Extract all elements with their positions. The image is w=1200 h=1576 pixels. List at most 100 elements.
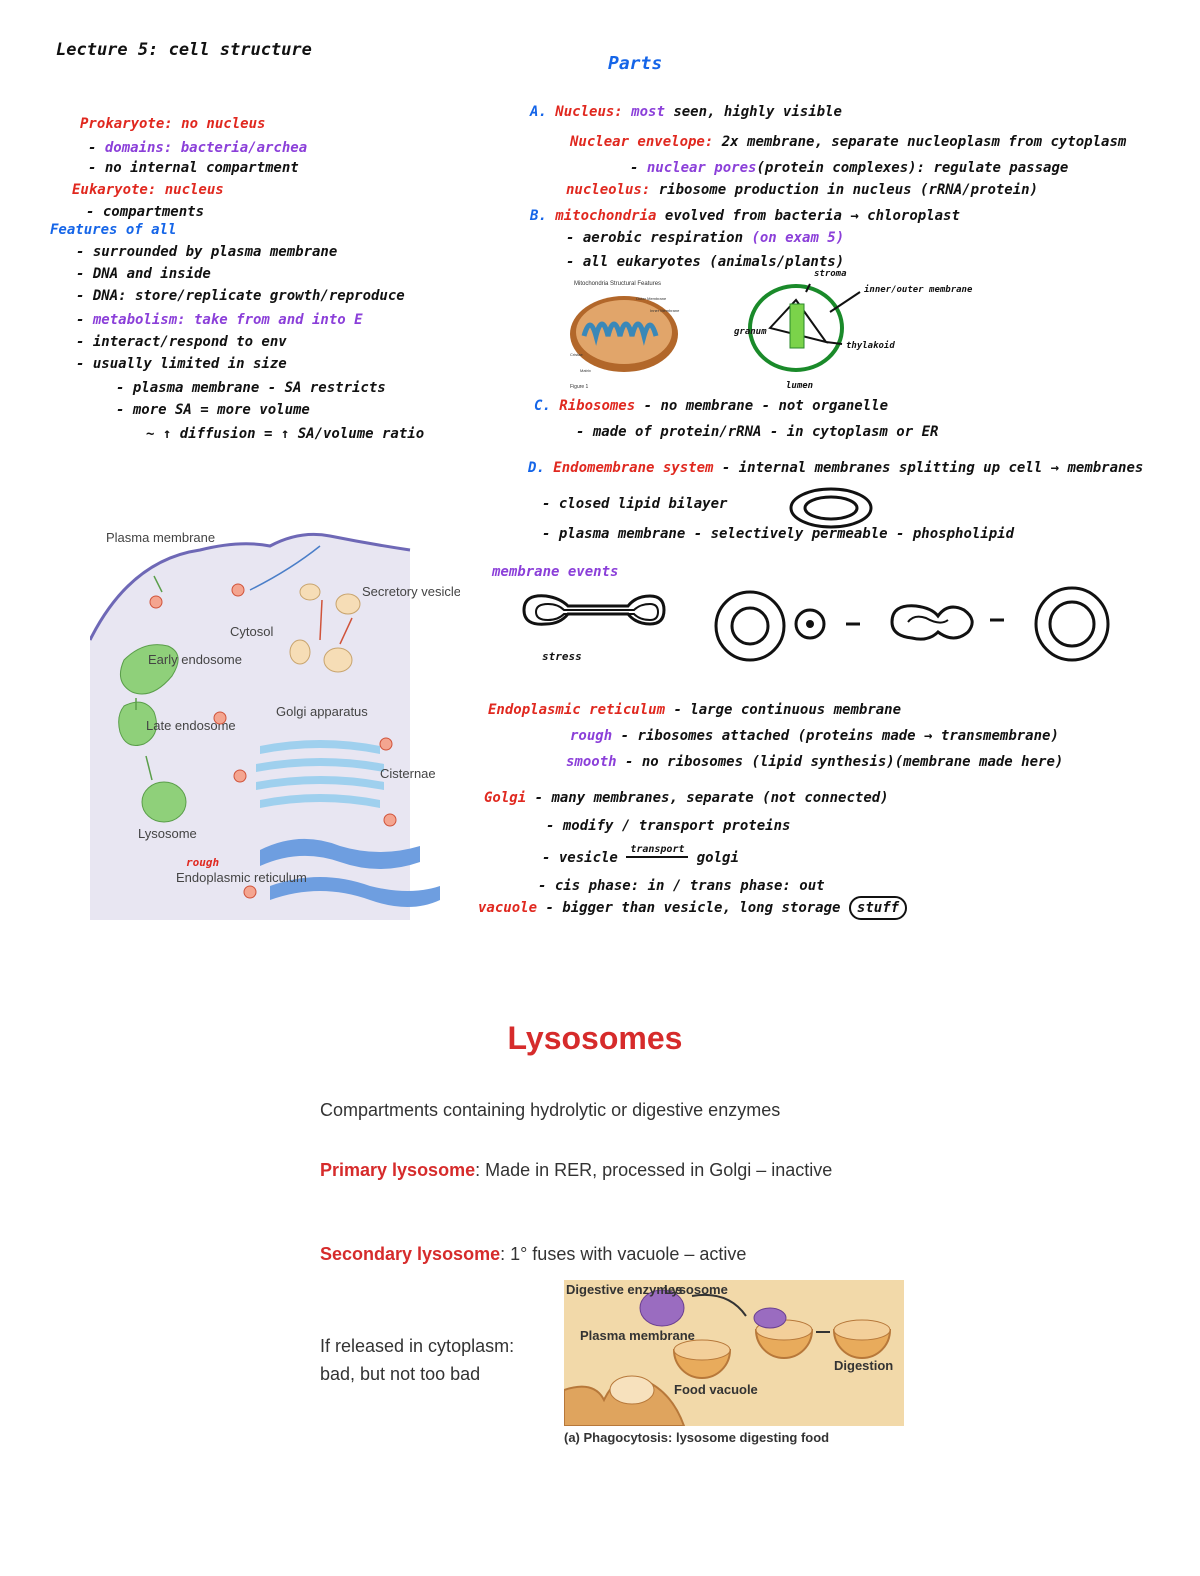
er-membrane xyxy=(260,838,420,869)
part-b-sub: - all eukaryotes (animals/plants) xyxy=(566,254,845,270)
feature-text: metabolism: take from and into E xyxy=(92,312,363,328)
part-a-highlight: most xyxy=(631,104,665,120)
feature-item: - metabolism: take from and into E xyxy=(76,312,363,328)
part-d-text: - internal membranes splitting up cell →… xyxy=(721,460,1144,476)
food-particle xyxy=(609,1375,655,1405)
part-c-text: - no membrane - not organelle xyxy=(643,398,889,414)
lysosome-organelle xyxy=(141,781,187,823)
nuclear-pores-label: nuclear pores xyxy=(646,160,757,176)
vesicle xyxy=(379,737,393,751)
label-secretory-vesicle: Secretory vesicle xyxy=(362,584,460,599)
vesicle xyxy=(149,595,163,609)
arrow xyxy=(691,1293,747,1317)
label-er: Endoplasmic reticulum xyxy=(176,870,307,885)
mito-label: Cristae xyxy=(570,352,583,357)
arrow xyxy=(249,545,321,591)
label-digestion: Digestion xyxy=(834,1358,893,1373)
prokaryote-line: Prokaryote: no nucleus xyxy=(80,116,266,132)
part-d-sub: - closed lipid bilayer xyxy=(542,496,728,512)
part-b-sub-text: aerobic respiration xyxy=(582,230,744,246)
endomembrane-diagram: Plasma membrane Cytosol Secretory vesicl… xyxy=(90,530,460,920)
secretory-vesicle xyxy=(289,639,311,665)
membrane-caption: stress xyxy=(542,650,582,663)
golgi-cisterna xyxy=(260,794,380,808)
prokaryote-domains: - domains: bacteria/archea xyxy=(88,140,308,156)
golgi-sub: - cis phase: in / trans phase: out xyxy=(538,878,825,894)
part-d-line: D. Endomembrane system - internal membra… xyxy=(528,458,1143,478)
feature-text: surrounded by plasma membrane xyxy=(92,244,338,260)
vesicle xyxy=(213,711,227,725)
label-cisternae: Cisternae xyxy=(380,766,436,781)
no-internal-line: - no internal compartment xyxy=(88,160,299,176)
part-d-sub: - plasma membrane - selectively permeabl… xyxy=(542,526,1015,542)
smooth-er-line: smooth - no ribosomes (lipid synthesis)(… xyxy=(566,752,1063,772)
released-line-1: If released in cytoplasm: xyxy=(320,1336,515,1356)
vacuole-note: stuff xyxy=(848,896,908,920)
bilayer-sketch xyxy=(789,487,873,529)
mito-label: Outer Membrane xyxy=(636,296,667,301)
primary-lysosome-paragraph: Primary lysosome: Made in RER, processed… xyxy=(320,1158,860,1182)
feature-item: - usually limited in size xyxy=(76,356,287,372)
lysosomes-title: Lysosomes xyxy=(507,1020,683,1056)
part-b-sub-text: all eukaryotes (animals/plants) xyxy=(582,254,845,270)
size-sub-text: more SA = more volume xyxy=(132,402,310,418)
plasma-membrane xyxy=(90,532,411,641)
mitochondrion-figure: Mitochondria Structural Features Outer M… xyxy=(570,281,680,390)
mito-label: Inner Membrane xyxy=(650,308,680,313)
part-b-marker: B. xyxy=(530,208,547,224)
digestion-vacuole-top xyxy=(833,1319,891,1341)
vesicle xyxy=(231,583,245,597)
golgi-cisterna xyxy=(256,776,384,790)
phagocytosis-caption: (a) Phagocytosis: lysosome digesting foo… xyxy=(564,1430,830,1445)
secondary-lysosome-label: Secondary lysosome xyxy=(320,1244,501,1264)
chloroplast-label: stroma xyxy=(814,269,847,279)
mito-cristae xyxy=(581,321,659,346)
feature-text: DNA: store/replicate growth/reproduce xyxy=(92,288,405,304)
nuclear-envelope-text: 2x membrane, separate nucleoplasm from c… xyxy=(721,134,1127,150)
mito-fig-caption: Figure 1 xyxy=(570,384,589,390)
feature-text: DNA and inside xyxy=(92,266,211,282)
feature-item: - DNA and inside xyxy=(76,266,211,282)
lysosome-shape xyxy=(639,1289,685,1327)
nucleolus-text: ribosome production in nucleus (rRNA/pro… xyxy=(658,182,1039,198)
food-vacuole-top xyxy=(673,1339,731,1361)
features-heading: Features of all xyxy=(50,222,177,238)
vacuole-label: vacuole xyxy=(478,900,538,916)
mito-inner xyxy=(576,300,672,364)
size-sub-item: - more SA = more volume xyxy=(116,402,310,418)
feature-item: - DNA: store/replicate growth/reproduce xyxy=(76,288,405,304)
chloroplast-outline xyxy=(748,284,844,372)
part-c-sub-text: made of protein/rRNA - in cytoplasm or E… xyxy=(592,424,939,440)
secondary-lysosome-paragraph: Secondary lysosome: 1° fuses with vacuol… xyxy=(320,1242,920,1266)
part-a-line: A. Nucleus: most seen, highly visible xyxy=(530,102,842,122)
lecture-title: Lecture 5: cell structure xyxy=(56,40,312,60)
nucleolus-line: nucleolus: ribosome production in nucleu… xyxy=(566,180,1038,200)
chloroplast-label: thylakoid xyxy=(846,340,895,351)
lysosome-definition: Compartments containing hydrolytic or di… xyxy=(320,1100,781,1120)
size-sub-text: plasma membrane - SA restricts xyxy=(132,380,386,396)
chloroplast-sketch: stroma inner/outer membrane thylakoid gr… xyxy=(734,269,973,391)
er-label: Endoplasmic reticulum xyxy=(488,702,666,718)
label-late-endosome: Late endosome xyxy=(146,718,236,733)
chloroplast-label: lumen xyxy=(786,381,813,391)
golgi-cisterna xyxy=(260,740,380,754)
label-food-vacuole: Food vacuole xyxy=(674,1382,758,1397)
feature-text: interact/respond to env xyxy=(92,334,287,350)
phagocytosis-figure: Digestive enzymes Lysosome Plasma membra… xyxy=(564,1280,904,1426)
nuclear-envelope-label: Nuclear envelope: xyxy=(570,134,714,150)
er-text: - large continuous membrane xyxy=(673,702,902,718)
vesicle xyxy=(383,813,397,827)
label-line xyxy=(829,291,861,313)
label-plasma-membrane: Plasma membrane xyxy=(580,1328,695,1343)
smooth-er-text: - no ribosomes (lipid synthesis)(membran… xyxy=(625,754,1064,770)
label-lysosome: Lysosome xyxy=(138,826,197,841)
prokaryote-domains-text: domains: bacteria/archea xyxy=(104,140,308,156)
part-c-line: C. Ribosomes - no membrane - not organel… xyxy=(534,396,888,416)
secretory-vesicle xyxy=(299,583,321,601)
label-line xyxy=(825,341,843,345)
part-b-sub-note: (on exam 5) xyxy=(751,230,845,246)
secretory-vesicle xyxy=(323,647,353,673)
golgi-sub: - vesicle transport golgi xyxy=(542,844,739,868)
golgi-sub: - modify / transport proteins xyxy=(546,818,791,834)
